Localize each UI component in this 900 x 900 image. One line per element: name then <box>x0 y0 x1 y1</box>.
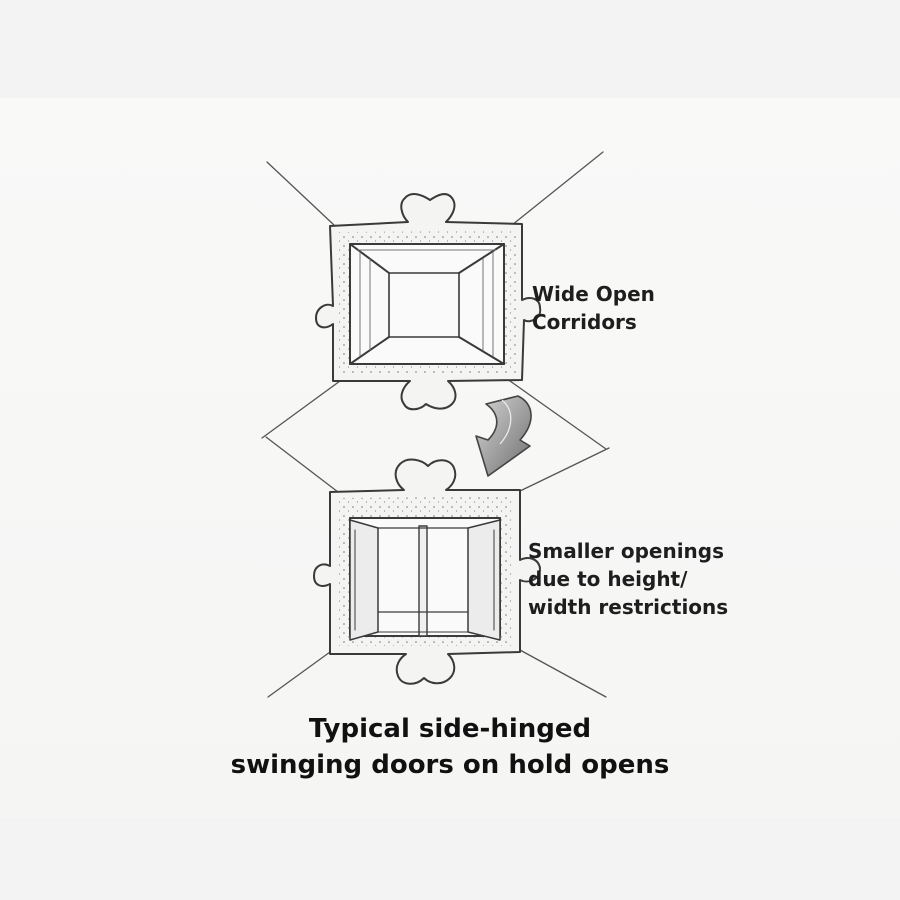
curved-down-arrow-icon <box>475 395 532 477</box>
puzzle-frame-open-corridor-icon <box>261 151 607 450</box>
corridor-back-wall <box>388 272 460 338</box>
center-mullion <box>418 525 428 637</box>
bottom-frame-texture <box>336 497 514 646</box>
left-door-leaf <box>349 519 379 641</box>
wide-open-corridors-label: Wide Open Corridors <box>532 282 655 334</box>
caption-line-2: swinging doors on hold opens <box>230 750 670 780</box>
smaller-openings-label: Smaller openings due to height/ width re… <box>528 539 729 619</box>
right-door-leaf <box>467 519 501 641</box>
caption-line-1: Typical side-hinged <box>308 714 592 744</box>
diagram-caption: Typical side-hinged swinging doors on ho… <box>120 711 780 783</box>
doorway-perspective-lines <box>265 436 610 698</box>
puzzle-frame-double-door-icon <box>265 436 610 698</box>
corridor-perspective-lines <box>261 151 607 450</box>
